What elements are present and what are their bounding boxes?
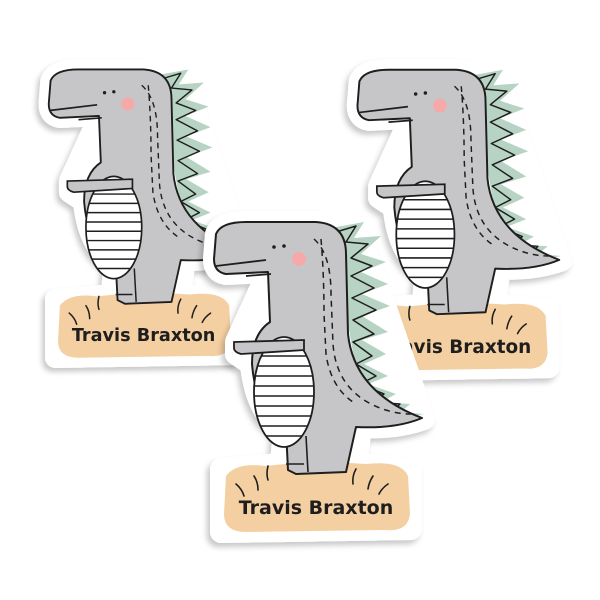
dinosaur-illustration <box>214 222 424 532</box>
sticker-name-text: Travis Braxton <box>239 497 393 519</box>
dinosaur-illustration <box>49 69 244 357</box>
name-sticker-left: Travis Braxton <box>49 69 244 357</box>
sticker-name-text: Travis Braxton <box>72 326 216 346</box>
name-sticker-right: Travis Braxton <box>357 70 561 371</box>
sticker-name-text: Travis Braxton <box>382 337 532 358</box>
name-sticker-center: Travis Braxton <box>214 222 424 532</box>
